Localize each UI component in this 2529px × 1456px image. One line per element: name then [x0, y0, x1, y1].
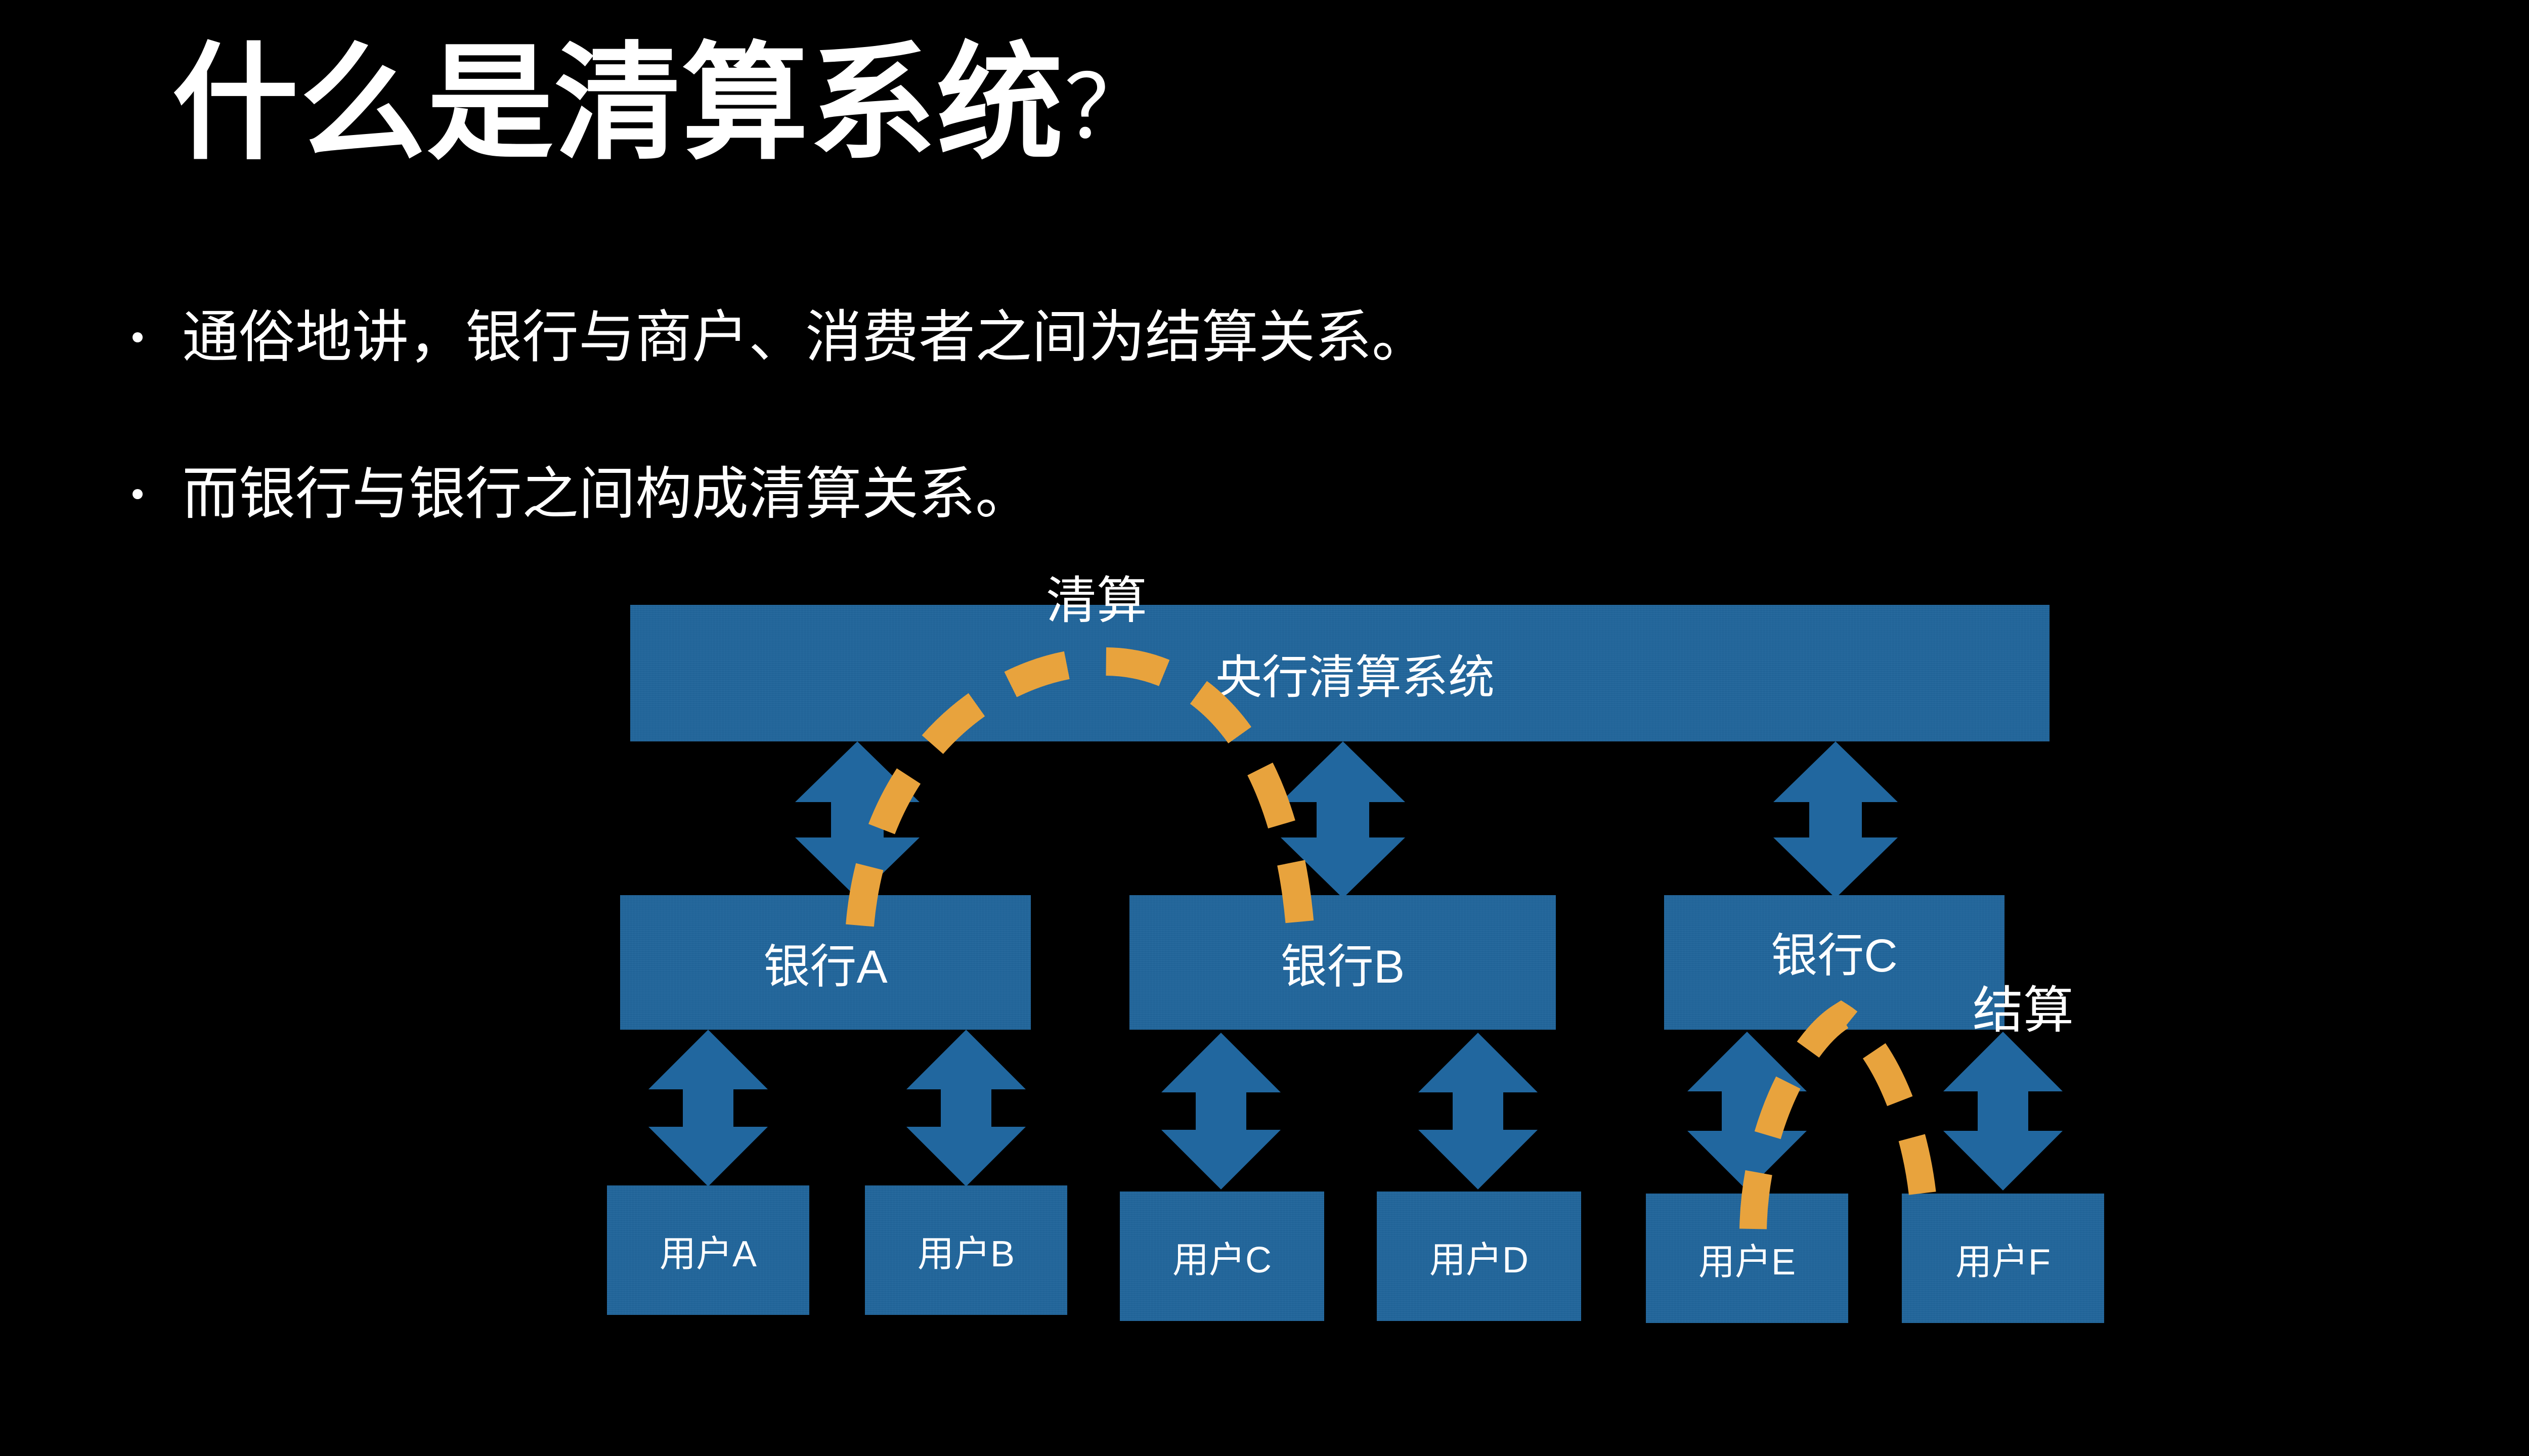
arrow-system-to-bank-a	[795, 741, 920, 898]
arrow-bank-b-to-user-c	[1161, 1033, 1281, 1189]
arrow-bank-a-to-user-b	[906, 1030, 1026, 1186]
node-label-bank-a: 银行A	[763, 941, 888, 993]
node-label-user-b: 用户B	[917, 1233, 1015, 1274]
node-bank-a: 银行A	[620, 895, 1031, 1030]
page-title: 什么是清算系统？	[172, 35, 1154, 172]
node-central-clearing-system: 央行清算系统	[630, 605, 2050, 741]
bullet-text-1: 通俗地讲，银行与商户、消费者之间为结算关系。	[182, 305, 1428, 369]
bullet-dot-icon	[133, 332, 143, 343]
arrow-system-to-bank-b	[1281, 741, 1405, 898]
node-label-user-f: 用户F	[1955, 1242, 2051, 1283]
node-label-bank-c: 银行C	[1771, 930, 1898, 982]
node-label-central-clearing-system: 央行清算系统	[1215, 651, 1495, 703]
node-user-b: 用户B	[865, 1185, 1067, 1315]
bullet-item-2: 而银行与银行之间构成清算关系。	[133, 460, 1032, 528]
node-label-user-d: 用户D	[1429, 1240, 1529, 1281]
bullet-item-1: 通俗地讲，银行与商户、消费者之间为结算关系。	[133, 303, 1428, 371]
arrow-bank-b-to-user-d	[1418, 1033, 1538, 1189]
arrow-bank-c-to-user-f	[1943, 1032, 2063, 1190]
node-user-e: 用户E	[1646, 1194, 1848, 1323]
bullet-dot-icon	[133, 489, 143, 500]
label-clearing: 清算	[1046, 572, 1147, 629]
node-label-bank-b: 银行B	[1280, 941, 1405, 993]
arrow-bank-a-to-user-a	[648, 1030, 768, 1186]
node-user-a: 用户A	[607, 1185, 809, 1315]
node-label-user-e: 用户E	[1698, 1242, 1796, 1283]
page-title-text: 什么是清算系统	[172, 33, 1064, 174]
node-user-d: 用户D	[1377, 1192, 1581, 1321]
arrow-bank-c-to-user-e	[1687, 1032, 1807, 1190]
node-label-user-a: 用户A	[659, 1233, 757, 1274]
node-user-f: 用户F	[1902, 1194, 2104, 1323]
node-user-c: 用户C	[1120, 1192, 1324, 1321]
node-bank-b: 银行B	[1129, 895, 1556, 1030]
bullet-text-2: 而银行与银行之间构成清算关系。	[182, 462, 1032, 525]
page-title-question-mark: ？	[1064, 59, 1154, 157]
label-settlement: 结算	[1973, 982, 2074, 1039]
arrow-system-to-bank-c	[1773, 741, 1898, 898]
node-label-user-c: 用户C	[1172, 1240, 1272, 1281]
node-bank-c: 银行C	[1664, 895, 2004, 1030]
